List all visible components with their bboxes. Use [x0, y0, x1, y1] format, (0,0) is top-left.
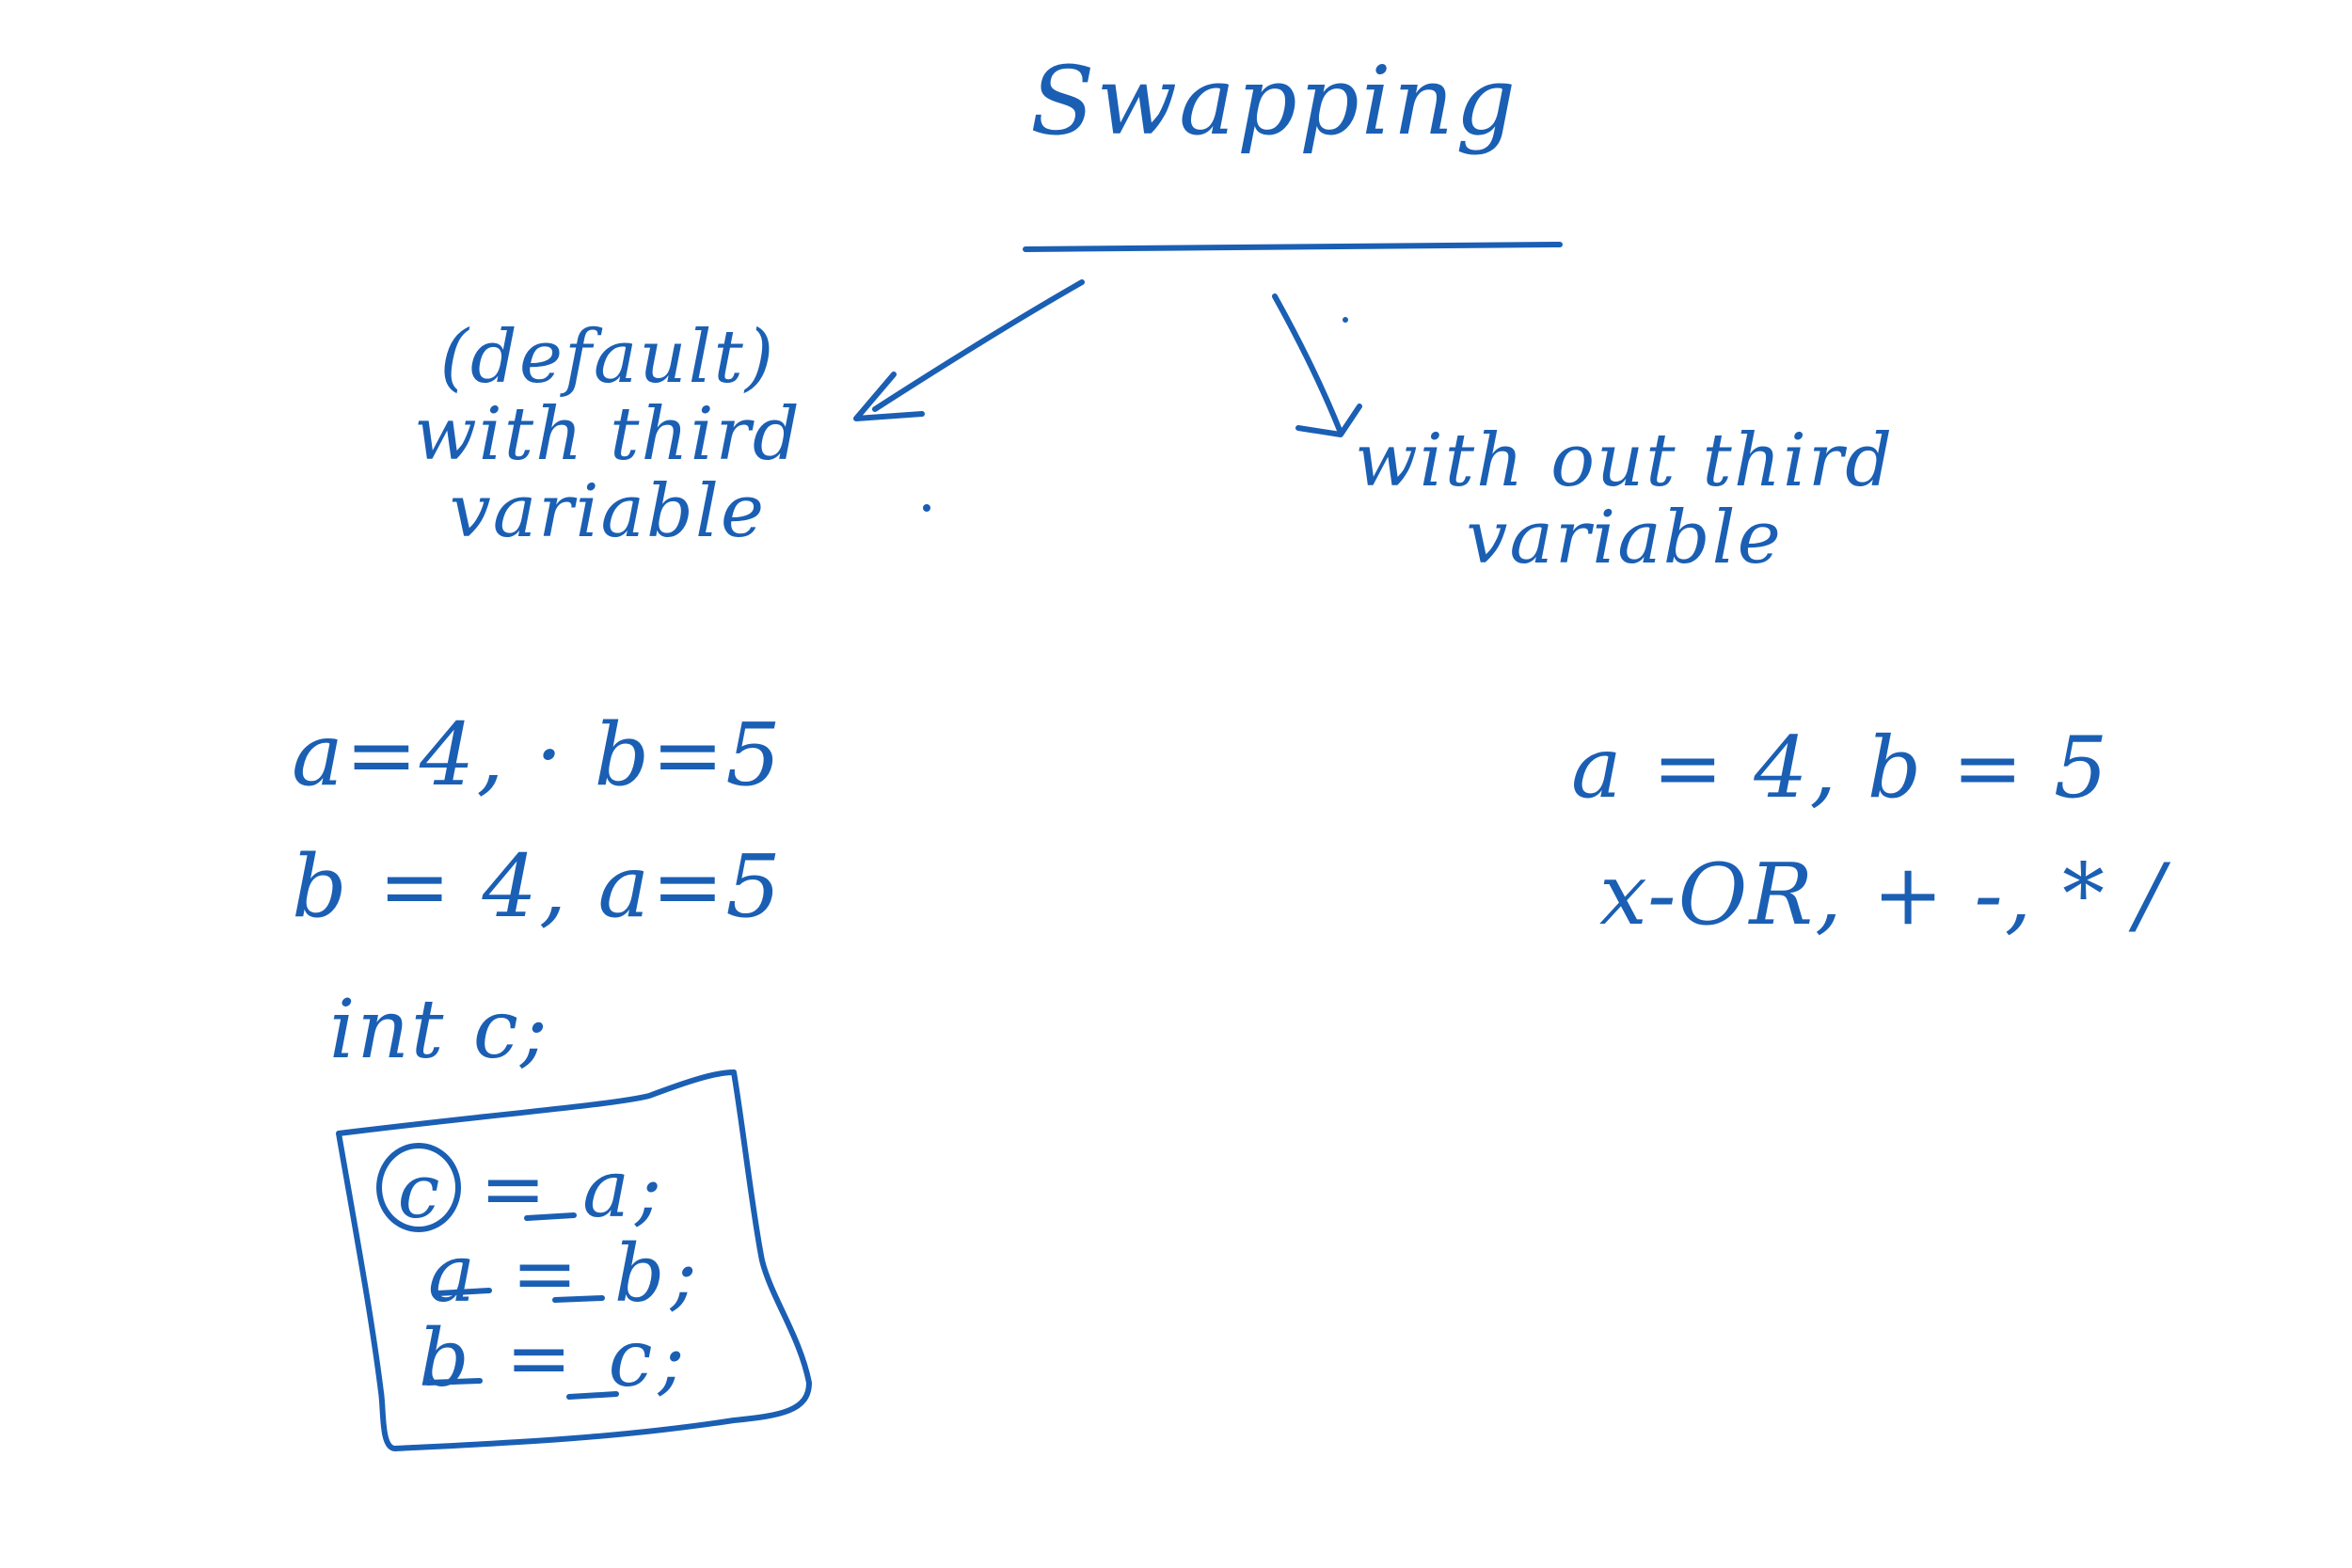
code-underline	[524, 1212, 577, 1221]
code-underline	[566, 1391, 619, 1400]
ink-dot	[1343, 317, 1348, 323]
left-example-swapped: b = 4, a=5	[292, 836, 783, 937]
code-underline	[552, 1295, 605, 1303]
right-example-initial: a = 4, b = 5	[1571, 719, 2110, 817]
right-branch-heading: with out third variable	[1355, 419, 1895, 580]
right-arrow	[1272, 293, 1343, 436]
left-branch-line3: variable	[449, 468, 767, 554]
diagram-title: Swapping	[1030, 46, 1518, 156]
right-arrowhead	[1295, 404, 1362, 437]
code-line-1: = a;	[480, 1143, 668, 1235]
ink-dot	[923, 504, 930, 512]
title-underline	[1023, 242, 1563, 252]
code-underline	[435, 1288, 492, 1296]
code-line-3: b = c;	[419, 1312, 691, 1404]
left-example-initial: a=4, · b=5	[292, 705, 783, 805]
code-line-2: a = b;	[428, 1227, 703, 1320]
circled-temp-variable: c	[376, 1143, 461, 1235]
left-arrow	[872, 279, 1085, 412]
code-underline	[425, 1378, 483, 1386]
right-branch-line1: with out third	[1355, 419, 1895, 503]
left-arrowhead	[853, 372, 925, 421]
left-branch-line1: (default)	[439, 315, 776, 400]
left-branch-heading: (default) with third variable	[414, 315, 802, 554]
left-branch-line2: with third	[414, 391, 802, 477]
right-methods-list: x-OR, + -, * /	[1599, 846, 2166, 944]
code-box	[336, 1069, 812, 1451]
temp-variable-declaration: int c;	[329, 983, 549, 1077]
right-branch-line2: variable	[1466, 495, 1783, 580]
